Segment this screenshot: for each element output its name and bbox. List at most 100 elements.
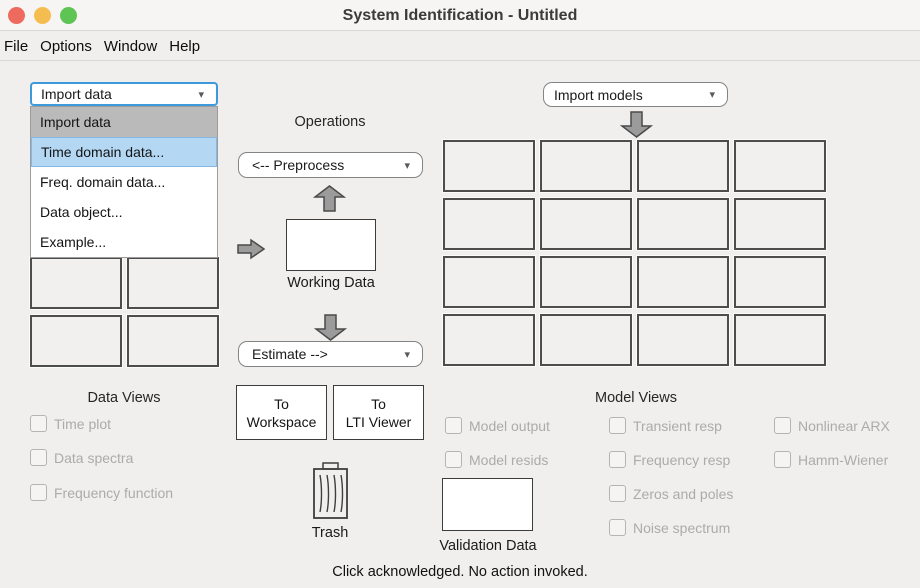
checkbox-model-resids[interactable]: Model resids — [445, 451, 548, 468]
data-board — [30, 257, 219, 367]
dropdown-option-freq-domain[interactable]: Freq. domain data... — [31, 167, 217, 197]
window-title: System Identification - Untitled — [342, 7, 578, 24]
checkbox-label: Zeros and poles — [633, 485, 734, 502]
combo-value: Estimate --> — [252, 346, 328, 362]
trash-label: Trash — [311, 525, 349, 541]
model-slot[interactable] — [443, 140, 535, 192]
status-message: Click acknowledged. No action invoked. — [332, 564, 588, 580]
checkbox-label: Time plot — [54, 415, 112, 432]
minimize-button-icon[interactable] — [34, 7, 51, 24]
dropdown-option-data-object[interactable]: Data object... — [31, 197, 217, 227]
model-slot[interactable] — [734, 198, 826, 250]
checkbox-noise-spectrum[interactable]: Noise spectrum — [609, 519, 730, 536]
model-slot[interactable] — [443, 256, 535, 308]
model-slot[interactable] — [734, 314, 826, 366]
chevron-down-icon: ▾ — [709, 89, 715, 101]
model-slot[interactable] — [443, 314, 535, 366]
model-slot[interactable] — [637, 198, 729, 250]
data-slot[interactable] — [30, 315, 122, 367]
checkbox-icon — [30, 449, 47, 466]
checkbox-nonlinear-arx[interactable]: Nonlinear ARX — [774, 417, 890, 434]
model-slot[interactable] — [637, 256, 729, 308]
model-views-title: Model Views — [595, 390, 677, 406]
model-slot[interactable] — [540, 314, 632, 366]
model-board — [443, 140, 826, 366]
menu-options[interactable]: Options — [40, 37, 92, 55]
checkbox-zeros-and-poles[interactable]: Zeros and poles — [609, 485, 733, 502]
working-data-box[interactable] — [286, 219, 376, 271]
trash-icon[interactable] — [310, 460, 351, 520]
checkbox-label: Data spectra — [54, 449, 134, 466]
checkbox-label: Model resids — [469, 451, 549, 468]
checkbox-hamm-wiener[interactable]: Hamm-Wiener — [774, 451, 888, 468]
chevron-down-icon: ▾ — [198, 88, 204, 101]
import-models-combobox[interactable]: Import models ▾ — [543, 82, 728, 107]
checkbox-data-spectra[interactable]: Data spectra — [30, 449, 133, 466]
model-slot[interactable] — [734, 256, 826, 308]
checkbox-time-plot[interactable]: Time plot — [30, 415, 111, 432]
model-slot[interactable] — [540, 256, 632, 308]
checkbox-label: Transient resp — [633, 417, 722, 434]
close-button-icon[interactable] — [8, 7, 25, 24]
data-slot[interactable] — [127, 257, 219, 309]
to-workspace-button[interactable]: To Workspace — [236, 385, 327, 440]
chevron-down-icon: ▾ — [404, 348, 410, 361]
dropdown-option-example[interactable]: Example... — [31, 227, 217, 257]
model-slot[interactable] — [637, 314, 729, 366]
working-data-label: Working Data — [287, 275, 375, 291]
combo-value: Import models — [554, 86, 643, 103]
validation-data-label: Validation Data — [439, 538, 537, 554]
checkbox-frequency-resp[interactable]: Frequency resp — [609, 451, 730, 468]
traffic-lights — [8, 7, 77, 24]
checkbox-icon — [609, 519, 626, 536]
estimate-combobox[interactable]: Estimate --> ▾ — [238, 341, 423, 367]
checkbox-model-output[interactable]: Model output — [445, 417, 550, 434]
model-slot[interactable] — [637, 140, 729, 192]
import-data-combobox[interactable]: Import data ▾ — [30, 82, 218, 106]
checkbox-icon — [774, 451, 791, 468]
checkbox-label: Nonlinear ARX — [798, 417, 890, 434]
preprocess-combobox[interactable]: <-- Preprocess ▾ — [238, 152, 423, 178]
dropdown-option-time-domain[interactable]: Time domain data... — [31, 137, 217, 167]
import-data-dropdown: Import data Time domain data... Freq. do… — [30, 106, 218, 258]
data-slot[interactable] — [127, 315, 219, 367]
checkbox-transient-resp[interactable]: Transient resp — [609, 417, 722, 434]
operations-title: Operations — [294, 114, 366, 130]
right-arrow-icon — [237, 238, 265, 260]
checkbox-label: Noise spectrum — [633, 519, 731, 536]
button-label: Workspace — [246, 413, 317, 430]
model-slot[interactable] — [734, 140, 826, 192]
button-label: To — [371, 395, 386, 412]
button-label: LTI Viewer — [345, 413, 412, 430]
checkbox-icon — [445, 451, 462, 468]
menu-help[interactable]: Help — [169, 37, 201, 55]
checkbox-icon — [609, 417, 626, 434]
combo-value: <-- Preprocess — [252, 157, 345, 173]
checkbox-label: Frequency function — [54, 484, 174, 501]
checkbox-icon — [30, 484, 47, 501]
checkbox-icon — [609, 451, 626, 468]
menu-window[interactable]: Window — [103, 37, 158, 55]
data-slot[interactable] — [30, 257, 122, 309]
up-arrow-icon — [313, 185, 346, 212]
down-arrow-icon — [620, 111, 653, 138]
menu-file[interactable]: File — [4, 37, 29, 55]
to-lti-viewer-button[interactable]: To LTI Viewer — [333, 385, 424, 440]
checkbox-icon — [774, 417, 791, 434]
checkbox-icon — [30, 415, 47, 432]
data-views-title: Data Views — [87, 390, 161, 406]
dropdown-option-import-data[interactable]: Import data — [31, 107, 217, 137]
button-label: To — [274, 395, 289, 412]
maximize-button-icon[interactable] — [60, 7, 77, 24]
validation-data-box[interactable] — [442, 478, 533, 531]
checkbox-frequency-function[interactable]: Frequency function — [30, 484, 173, 501]
checkbox-label: Model output — [469, 417, 550, 434]
down-arrow-icon — [314, 314, 347, 341]
title-bar: System Identification - Untitled — [0, 0, 920, 31]
combo-value: Import data — [41, 86, 112, 102]
checkbox-label: Frequency resp — [633, 451, 731, 468]
model-slot[interactable] — [540, 198, 632, 250]
model-slot[interactable] — [540, 140, 632, 192]
model-slot[interactable] — [443, 198, 535, 250]
